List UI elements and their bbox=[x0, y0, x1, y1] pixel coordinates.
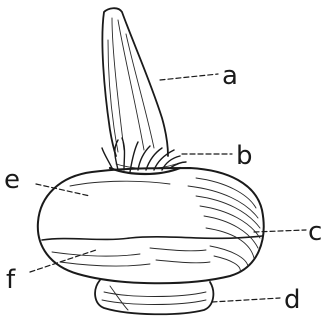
label-f: f bbox=[6, 265, 16, 295]
leader-e bbox=[36, 184, 90, 196]
leader-a bbox=[160, 74, 218, 80]
label-a: a bbox=[222, 61, 238, 91]
bulb-body bbox=[38, 168, 264, 283]
sprout-leaf bbox=[102, 8, 168, 156]
leader-d bbox=[212, 298, 280, 302]
basal-plate bbox=[95, 280, 213, 314]
label-b: b bbox=[236, 141, 253, 171]
label-d: d bbox=[284, 285, 301, 315]
leader-c bbox=[254, 230, 306, 232]
label-e: e bbox=[4, 165, 20, 195]
label-c: c bbox=[308, 217, 322, 247]
